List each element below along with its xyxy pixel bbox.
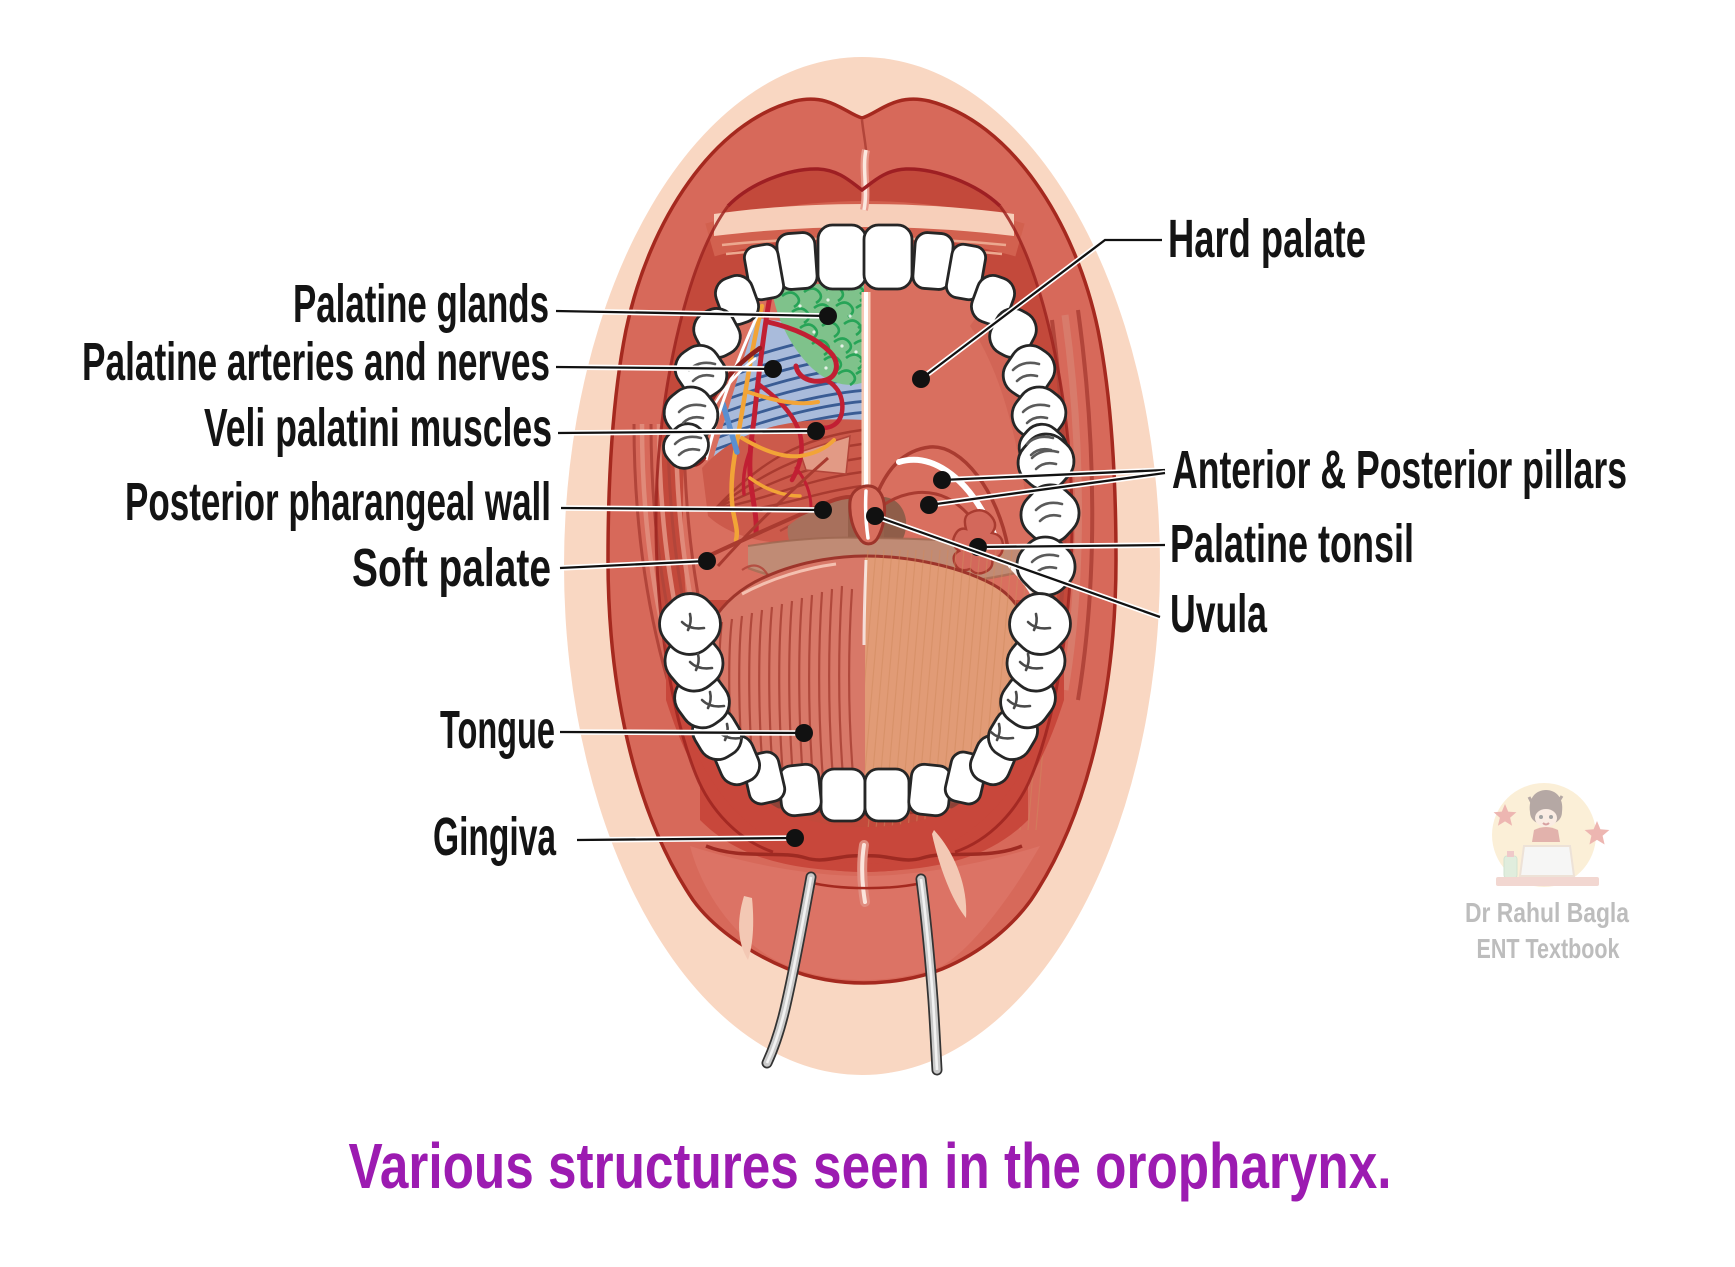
svg-text:Tongue: Tongue [440, 700, 555, 760]
svg-text:Posterior pharangeal wall: Posterior pharangeal wall [125, 472, 551, 532]
svg-text:Soft palate: Soft palate [352, 538, 551, 598]
svg-text:Anterior & Posterior pillars: Anterior & Posterior pillars [1172, 440, 1627, 500]
svg-text:Dr Rahul Bagla: Dr Rahul Bagla [1465, 897, 1629, 928]
svg-text:Veli palatini muscles: Veli palatini muscles [204, 398, 552, 458]
svg-text:Gingiva: Gingiva [433, 807, 557, 867]
svg-text:Palatine arteries and nerves: Palatine arteries and nerves [82, 332, 550, 392]
svg-text:Palatine tonsil: Palatine tonsil [1170, 514, 1414, 574]
svg-text:Palatine glands: Palatine glands [293, 274, 549, 334]
svg-text:Hard palate: Hard palate [1168, 209, 1366, 269]
svg-text:Various structures seen in the: Various structures seen in the oropharyn… [349, 1130, 1392, 1202]
svg-text:Uvula: Uvula [1170, 584, 1268, 644]
svg-text:ENT Textbook: ENT Textbook [1477, 933, 1620, 964]
